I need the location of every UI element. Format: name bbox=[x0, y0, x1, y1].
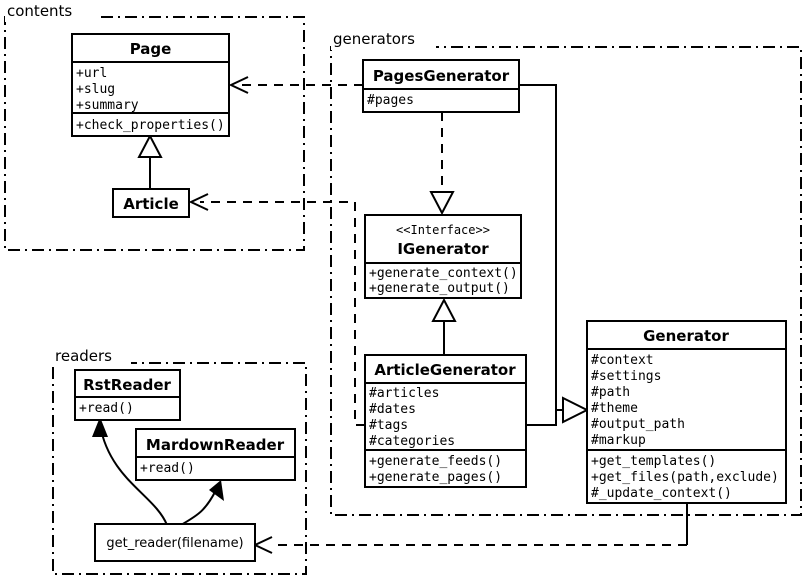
class-mardownreader[interactable]: MardownReader +read() bbox=[135, 428, 296, 481]
generalization-arrowhead-page bbox=[137, 133, 163, 158]
connection-article-page bbox=[137, 133, 163, 189]
class-page-attribute: +slug bbox=[76, 82, 115, 97]
package-readers-label: readers bbox=[55, 347, 112, 365]
class-article-box[interactable] bbox=[112, 188, 190, 218]
connection-articlegenerator-generator bbox=[526, 396, 590, 426]
connection-getreader-mardownreader-line bbox=[180, 489, 217, 526]
association-arrowhead-rstreader bbox=[92, 417, 108, 437]
dependency-arrowhead-article bbox=[188, 193, 209, 211]
class-pagesgenerator-attribute: #pages bbox=[367, 93, 414, 108]
package-contents: contents bbox=[4, 2, 305, 251]
class-articlegenerator-method: +generate_pages() bbox=[369, 470, 502, 485]
package-readers-label-bg bbox=[53, 347, 131, 367]
connection-articlegenerator-igenerator bbox=[431, 297, 457, 355]
class-generator[interactable]: Generator #context #settings #path #them… bbox=[586, 320, 787, 504]
class-articlegenerator-attribute: #categories bbox=[369, 434, 455, 449]
connection-getreader-rstreader bbox=[92, 417, 168, 526]
class-pagesgenerator-box[interactable] bbox=[362, 59, 520, 113]
class-article-name: Article bbox=[123, 195, 179, 213]
class-page-attribute: +url bbox=[76, 66, 107, 81]
class-pagesgenerator-name: PagesGenerator bbox=[373, 67, 510, 85]
class-igenerator-method: +generate_context() bbox=[369, 266, 518, 281]
dependency-arrowhead-getreader bbox=[252, 536, 273, 554]
class-generator-attribute: #output_path bbox=[591, 417, 685, 432]
class-generator-attribute: #path bbox=[591, 385, 630, 400]
class-mardownreader-box[interactable] bbox=[135, 428, 296, 481]
class-generator-method: +get_templates() bbox=[591, 454, 716, 469]
association-arrowhead-mardownreader bbox=[209, 480, 224, 501]
package-contents-label-bg bbox=[5, 2, 97, 22]
class-rstreader[interactable]: RstReader +read() bbox=[74, 369, 181, 421]
package-contents-label: contents bbox=[7, 2, 72, 20]
class-page[interactable]: Page +url +slug +summary +check_properti… bbox=[71, 33, 230, 137]
package-generators-label-bg bbox=[331, 30, 436, 50]
class-generator-method: +get_files(path,exclude) bbox=[591, 470, 779, 485]
class-generator-attribute: #settings bbox=[591, 369, 661, 384]
connection-generator-getreader bbox=[252, 503, 688, 554]
class-igenerator[interactable]: <<Interface>> IGenerator +generate_conte… bbox=[364, 214, 522, 299]
generalization-arrowhead-generator bbox=[562, 396, 590, 424]
class-generator-attribute: #theme bbox=[591, 401, 638, 416]
package-readers: readers bbox=[52, 347, 307, 575]
class-igenerator-box[interactable] bbox=[364, 214, 522, 299]
class-pagesgenerator[interactable]: PagesGenerator #pages bbox=[362, 59, 520, 113]
class-rstreader-name: RstReader bbox=[83, 376, 171, 394]
function-get-reader-box[interactable] bbox=[94, 523, 256, 562]
class-articlegenerator-method: +generate_feeds() bbox=[369, 454, 502, 469]
class-igenerator-method: +generate_output() bbox=[369, 281, 510, 296]
connection-articlegenerator-generator-line bbox=[526, 409, 563, 426]
class-articlegenerator[interactable]: ArticleGenerator #articles #dates #tags … bbox=[364, 354, 527, 488]
class-generator-name: Generator bbox=[643, 327, 729, 345]
function-get-reader[interactable]: get_reader(filename) bbox=[94, 523, 256, 562]
class-articlegenerator-box[interactable] bbox=[364, 354, 527, 488]
class-page-box[interactable] bbox=[71, 33, 230, 137]
class-page-name: Page bbox=[130, 40, 172, 58]
class-igenerator-stereotype: <<Interface>> bbox=[396, 223, 490, 237]
class-articlegenerator-attribute: #articles bbox=[369, 386, 439, 401]
connection-pagesgenerator-igenerator bbox=[429, 112, 455, 216]
class-igenerator-name: IGenerator bbox=[397, 240, 489, 258]
package-generators-border bbox=[330, 46, 802, 516]
class-page-attribute: +summary bbox=[76, 98, 139, 113]
connection-getreader-rstreader-line bbox=[99, 424, 168, 526]
class-mardownreader-name: MardownReader bbox=[146, 436, 285, 454]
realization-arrowhead-igenerator bbox=[429, 191, 455, 216]
class-generator-box[interactable] bbox=[586, 320, 787, 504]
class-article[interactable]: Article bbox=[112, 188, 190, 218]
class-articlegenerator-attribute: #dates bbox=[369, 402, 416, 417]
class-articlegenerator-attribute: #tags bbox=[369, 418, 408, 433]
class-articlegenerator-name: ArticleGenerator bbox=[374, 361, 516, 379]
connection-articlegenerator-article bbox=[188, 193, 365, 426]
package-readers-border bbox=[52, 362, 307, 575]
package-contents-border bbox=[4, 16, 305, 251]
dependency-arrowhead-page bbox=[228, 76, 249, 94]
package-generators: generators bbox=[330, 30, 802, 516]
class-generator-method: #_update_context() bbox=[591, 486, 732, 501]
class-generator-attribute: #context bbox=[591, 353, 654, 368]
connection-articlegenerator-article-line bbox=[200, 201, 365, 426]
package-generators-label: generators bbox=[333, 30, 415, 48]
class-rstreader-box[interactable] bbox=[74, 369, 181, 421]
class-generator-attribute: #markup bbox=[591, 433, 646, 448]
class-page-method: +check_properties() bbox=[76, 118, 225, 133]
class-mardownreader-method: +read() bbox=[140, 461, 195, 476]
generalization-arrowhead-igenerator bbox=[431, 297, 457, 322]
connection-getreader-mardownreader bbox=[180, 480, 224, 526]
class-rstreader-method: +read() bbox=[79, 401, 134, 416]
connection-pagesgenerator-page bbox=[228, 76, 363, 94]
function-get-reader-label: get_reader(filename) bbox=[106, 536, 243, 551]
